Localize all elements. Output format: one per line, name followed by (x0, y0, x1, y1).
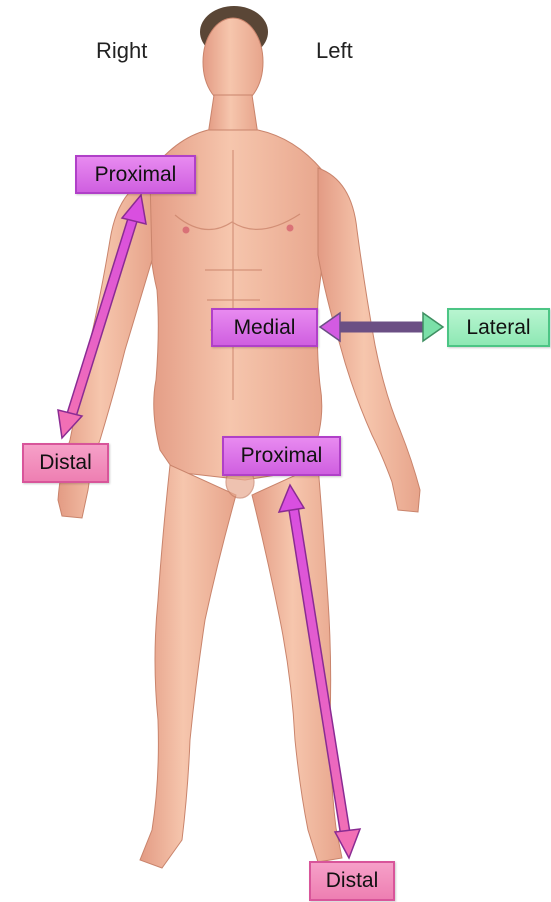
arm-distal-label: Distal (22, 443, 109, 483)
leg-proximal-label: Proximal (222, 436, 341, 476)
medial-lateral-arrow (320, 313, 443, 341)
medial-label: Medial (211, 308, 318, 347)
arm-proximal-label: Proximal (75, 155, 196, 194)
leg-distal-label: Distal (309, 861, 395, 901)
orientation-right-label: Right (96, 38, 147, 64)
lateral-label: Lateral (447, 308, 550, 347)
orientation-left-label: Left (316, 38, 353, 64)
